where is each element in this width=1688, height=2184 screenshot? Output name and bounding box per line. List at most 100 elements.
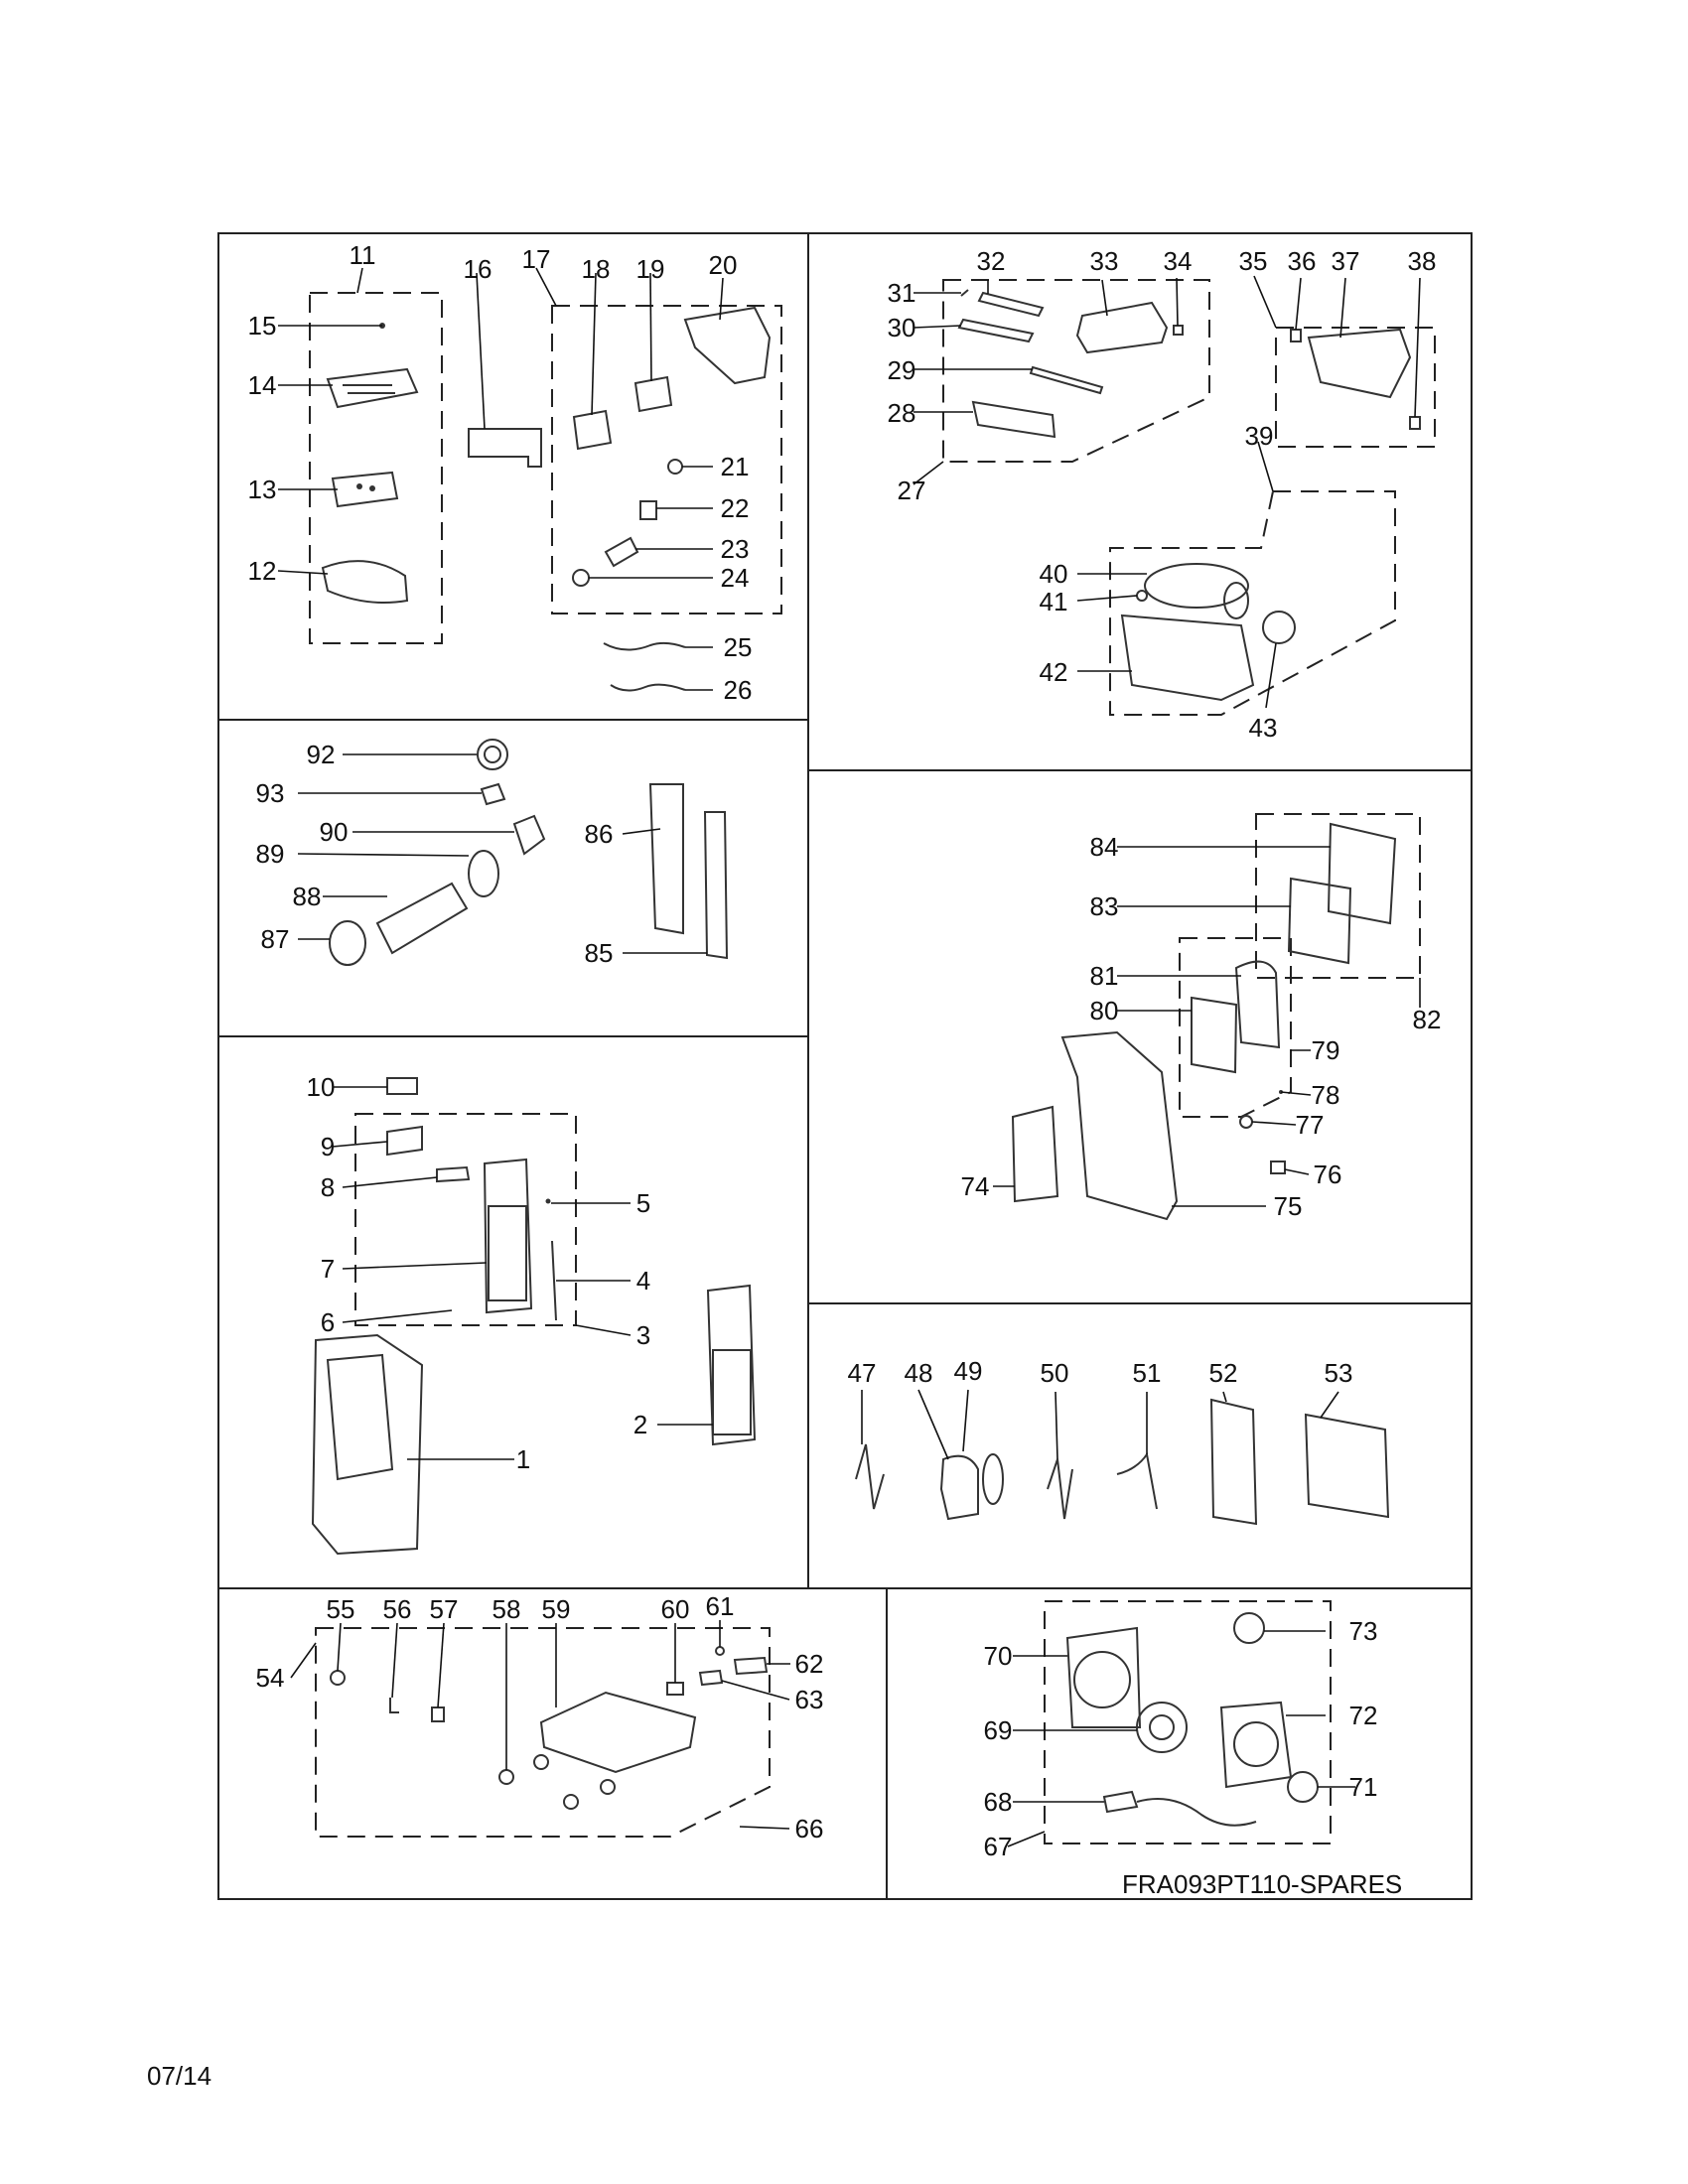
part-label-62: 62 xyxy=(795,1649,824,1679)
part-label-72: 72 xyxy=(1349,1701,1378,1730)
part-label-38: 38 xyxy=(1408,246,1437,276)
leader-line xyxy=(1320,1391,1339,1419)
leader-line xyxy=(719,277,724,321)
part-label-18: 18 xyxy=(582,254,611,284)
part-illustration xyxy=(533,1754,549,1770)
leader-line xyxy=(1284,1168,1310,1175)
part-label-77: 77 xyxy=(1296,1110,1325,1140)
part-label-57: 57 xyxy=(430,1594,459,1624)
part-illustration xyxy=(563,1794,579,1810)
part-label-93: 93 xyxy=(256,778,285,808)
leader-line xyxy=(1076,595,1138,602)
part-label-37: 37 xyxy=(1332,246,1360,276)
part-label-41: 41 xyxy=(1040,587,1068,616)
assembly-group-outline xyxy=(1275,327,1436,448)
part-illustration xyxy=(1065,1626,1142,1728)
part-illustration xyxy=(326,1353,394,1481)
part-label-74: 74 xyxy=(961,1171,990,1201)
part-label-85: 85 xyxy=(585,938,614,968)
part-label-17: 17 xyxy=(522,244,551,274)
part-label-75: 75 xyxy=(1274,1191,1303,1221)
part-label-70: 70 xyxy=(984,1641,1013,1671)
part-label-50: 50 xyxy=(1041,1358,1069,1388)
part-label-33: 33 xyxy=(1090,246,1119,276)
part-illustration xyxy=(331,471,399,508)
part-label-23: 23 xyxy=(721,534,750,564)
part-illustration xyxy=(648,783,684,935)
part-illustration xyxy=(1029,365,1104,395)
leader-line xyxy=(1222,1391,1227,1403)
part-illustration xyxy=(1047,1458,1073,1520)
leader-line xyxy=(591,272,597,416)
part-illustration xyxy=(1136,590,1148,602)
part-illustration xyxy=(477,739,508,770)
part-illustration xyxy=(330,1670,346,1686)
part-illustration xyxy=(386,1077,418,1095)
revision-date: 07/14 xyxy=(147,2061,212,2091)
part-label-13: 13 xyxy=(248,475,277,504)
leader-line xyxy=(1253,275,1277,329)
part-label-16: 16 xyxy=(464,254,492,284)
part-illustration xyxy=(1116,1451,1158,1510)
panel-base-pan: 54 55 56 57 58 59 60 61 62 63 66 xyxy=(256,1591,824,1843)
leader-line xyxy=(913,325,962,329)
part-label-34: 34 xyxy=(1164,246,1193,276)
part-label-22: 22 xyxy=(721,493,750,523)
part-label-67: 67 xyxy=(984,1832,1013,1861)
part-illustration xyxy=(572,569,590,587)
part-label-52: 52 xyxy=(1209,1358,1238,1388)
panel-control: 11 15 14 13 12 16 17 18 19 20 21 22 23 2… xyxy=(248,240,782,705)
assembly-group-outline xyxy=(315,1627,771,1838)
part-label-40: 40 xyxy=(1040,559,1068,589)
leader-line xyxy=(437,1622,445,1708)
assembly-group-outline xyxy=(551,305,782,614)
part-label-11: 11 xyxy=(350,240,376,270)
part-illustration xyxy=(1262,611,1296,644)
leader-line xyxy=(290,1642,317,1679)
part-illustration xyxy=(539,1691,697,1774)
part-label-51: 51 xyxy=(1133,1358,1162,1388)
leader-line xyxy=(1176,277,1179,327)
part-illustration xyxy=(1304,1413,1390,1519)
part-illustration xyxy=(468,428,542,468)
part-illustration xyxy=(1149,1714,1175,1740)
part-label-71: 71 xyxy=(1349,1772,1378,1802)
part-label-25: 25 xyxy=(724,632,753,662)
part-label-26: 26 xyxy=(724,675,753,705)
part-illustration xyxy=(1144,563,1249,609)
part-label-87: 87 xyxy=(261,924,290,954)
leader-line xyxy=(277,570,329,575)
part-label-10: 10 xyxy=(307,1072,336,1102)
part-illustration xyxy=(1136,1702,1188,1753)
leader-line xyxy=(337,1622,342,1672)
part-label-48: 48 xyxy=(905,1358,933,1388)
part-label-5: 5 xyxy=(636,1188,650,1218)
part-illustration xyxy=(1102,1790,1139,1814)
part-label-56: 56 xyxy=(383,1594,412,1624)
leader-line xyxy=(913,461,944,485)
leader-line xyxy=(649,272,652,382)
leader-line xyxy=(391,1622,398,1699)
part-label-83: 83 xyxy=(1090,891,1119,921)
leader-line xyxy=(1280,1091,1312,1096)
leader-line xyxy=(622,828,661,835)
part-label-86: 86 xyxy=(585,819,614,849)
part-label-4: 4 xyxy=(636,1266,650,1296)
document-code: FRA093PT110-SPARES xyxy=(1122,1869,1403,1899)
part-label-31: 31 xyxy=(888,278,916,308)
part-illustration xyxy=(1234,960,1281,1049)
leader-line xyxy=(332,1141,388,1148)
leader-line xyxy=(342,1176,438,1188)
part-illustration xyxy=(971,400,1056,439)
part-illustration xyxy=(386,1125,423,1157)
part-label-80: 80 xyxy=(1090,996,1119,1025)
part-illustration xyxy=(1075,301,1169,354)
leader-line xyxy=(1007,1831,1046,1847)
part-illustration xyxy=(715,1646,725,1656)
part-label-3: 3 xyxy=(636,1320,650,1350)
part-label-15: 15 xyxy=(248,311,277,341)
part-illustration xyxy=(488,1205,527,1301)
part-illustration xyxy=(1120,614,1255,702)
part-label-29: 29 xyxy=(888,355,916,385)
